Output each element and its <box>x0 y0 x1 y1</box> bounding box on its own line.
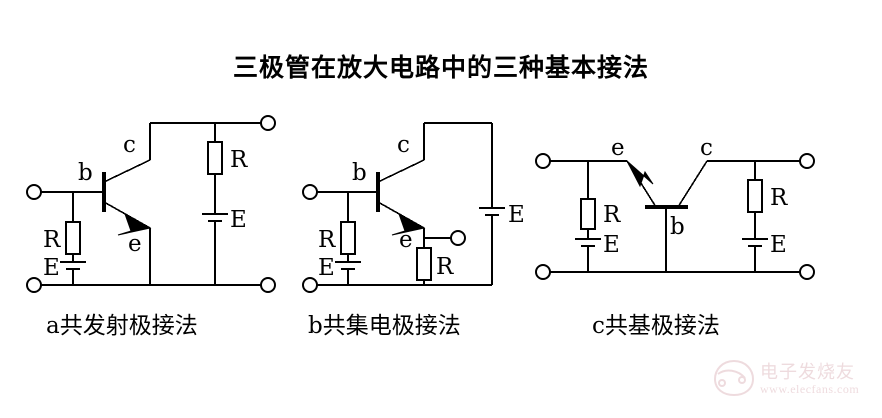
label-c-output-source: E <box>770 232 787 258</box>
label-b-input-resistor: R <box>318 227 336 253</box>
label-a-input-resistor: R <box>43 227 61 253</box>
label-c-base: b <box>670 214 685 240</box>
terminal-c-input-top[interactable] <box>535 153 551 169</box>
caption-circuit-a: a共发射极接法 <box>46 313 198 339</box>
caption-circuit-b: b共集电极接法 <box>308 313 461 339</box>
label-c-output-resistor: R <box>770 185 788 211</box>
label-b-collector: c <box>397 132 410 158</box>
transistor-a-emitter-arrow-icon <box>117 212 152 236</box>
label-b-output-resistor: R <box>436 254 454 280</box>
terminal-c-output-top[interactable] <box>799 153 815 169</box>
terminal-b-input-bottom[interactable] <box>302 277 318 293</box>
transistor-b-collector-lead <box>377 159 425 183</box>
label-c-input-source: E <box>603 232 620 258</box>
label-c-input-resistor: R <box>603 202 621 228</box>
page-title: 三极管在放大电路中的三种基本接法 <box>232 53 649 82</box>
label-a-base: b <box>78 160 93 186</box>
label-a-output-source: E <box>230 207 247 233</box>
resistor-b-output <box>416 247 432 281</box>
transistor-b-emitter-arrow-icon <box>391 212 426 236</box>
label-a-emitter: e <box>128 231 142 257</box>
transistor-c-emitter-arrow-icon <box>626 160 654 188</box>
circuit-c-common-base: e c b R E R E <box>535 135 815 280</box>
circuit-a-common-emitter: b c e R E R E <box>26 115 276 293</box>
terminal-a-input-bottom[interactable] <box>26 277 42 293</box>
resistor-a-output <box>207 141 223 175</box>
resistor-c-input <box>580 198 596 230</box>
terminal-a-output-top[interactable] <box>260 115 276 131</box>
terminal-a-input-top[interactable] <box>26 184 42 200</box>
circuit-b-common-collector: b c e R E R E <box>302 121 525 293</box>
transistor-a-collector-lead <box>103 159 151 183</box>
caption-circuit-c: c共基极接法 <box>592 313 720 339</box>
transistor-c-collector-lead <box>677 160 708 208</box>
label-b-emitter: e <box>399 227 413 253</box>
label-c-collector: c <box>700 135 713 161</box>
resistor-a-input <box>65 221 81 255</box>
label-c-emitter: e <box>611 135 625 161</box>
label-a-collector: c <box>123 132 136 158</box>
label-a-output-resistor: R <box>230 147 248 173</box>
terminal-b-input-top[interactable] <box>302 184 318 200</box>
terminal-a-output-bottom[interactable] <box>260 277 276 293</box>
terminal-c-input-bottom[interactable] <box>535 264 551 280</box>
terminal-b-output-top[interactable] <box>450 230 466 246</box>
label-b-base: b <box>352 160 367 186</box>
terminal-c-output-bottom[interactable] <box>799 264 815 280</box>
label-b-input-source: E <box>318 255 335 281</box>
resistor-c-output <box>747 179 763 213</box>
label-a-input-source: E <box>43 255 60 281</box>
resistor-b-input <box>340 221 356 255</box>
label-b-output-source: E <box>508 202 525 228</box>
